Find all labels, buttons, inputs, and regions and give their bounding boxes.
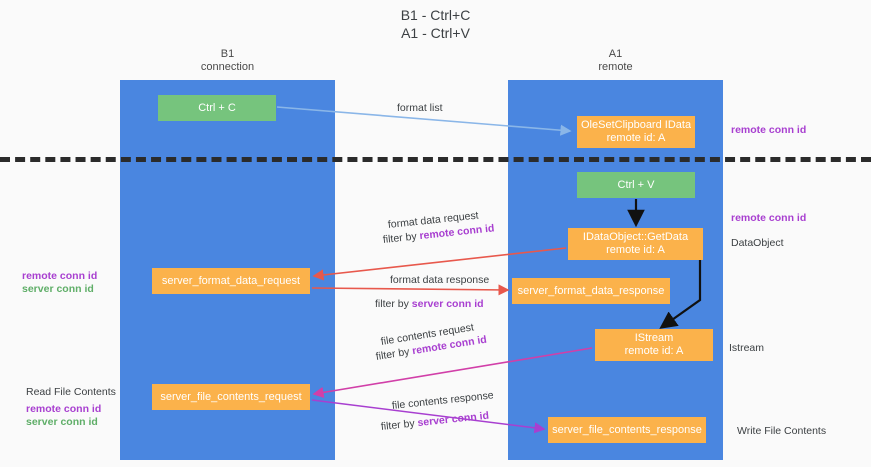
arrow-file-contents-response bbox=[311, 399, 546, 434]
side-label-remote-conn-id-top: remote conn id bbox=[731, 124, 807, 136]
box-idataobject-title: OleSetClipboard IDataObject bbox=[581, 119, 691, 131]
column-header-a1: A1 remote bbox=[508, 48, 723, 74]
column-header-b1: B1 connection bbox=[120, 48, 335, 74]
box-getdata-sub: remote id: A bbox=[606, 244, 665, 256]
box-idataobject-getdata[interactable]: IDataObject::GetData remote id: A bbox=[568, 228, 703, 260]
side-label-istream: Istream bbox=[729, 342, 765, 354]
arrow-format-data-request bbox=[312, 247, 567, 281]
side-label-left2-remote-conn-id: remote conn id bbox=[26, 403, 102, 415]
side-label-left-remote-conn-id: remote conn id bbox=[22, 270, 98, 282]
annotation-format-data-response: format data response bbox=[390, 274, 490, 286]
box-istream-sub: remote id: A bbox=[624, 345, 684, 357]
box-ctrl-v[interactable]: Ctrl + V bbox=[577, 172, 695, 198]
annotation-format-data-response-filter: filter by server conn id bbox=[375, 298, 484, 311]
box-server-file-contents-response[interactable]: server_file_contents_response bbox=[548, 417, 706, 443]
box-istream-title: IStream bbox=[634, 332, 674, 344]
filter-by-label-4: filter by bbox=[380, 417, 416, 433]
box-server-file-contents-request-label: server_file_contents_request bbox=[160, 390, 302, 403]
page-title: B1 - Ctrl+C A1 - Ctrl+V bbox=[0, 6, 871, 42]
filter-by-label-1: filter by bbox=[382, 230, 418, 246]
box-server-format-data-request[interactable]: server_format_data_request bbox=[152, 268, 310, 294]
box-server-format-data-response-label: server_format_data_response bbox=[517, 284, 665, 297]
column-header-a1-name: A1 bbox=[608, 48, 623, 60]
filter-by-label-2: filter by bbox=[375, 298, 409, 310]
side-label-read-file-contents: Read File Contents bbox=[26, 386, 116, 398]
arrow-format-data-response bbox=[311, 284, 510, 296]
server-conn-id-1: server conn id bbox=[411, 298, 484, 310]
column-header-b1-name: B1 bbox=[220, 48, 235, 60]
annotation-format-list: format list bbox=[397, 102, 443, 114]
box-server-format-data-request-label: server_format_data_request bbox=[161, 274, 301, 287]
box-ctrl-c[interactable]: Ctrl + C bbox=[158, 95, 276, 121]
box-server-format-data-response[interactable]: server_format_data_response bbox=[512, 278, 670, 304]
side-label-dataobject: DataObject bbox=[731, 237, 784, 249]
title-line-2: A1 - Ctrl+V bbox=[401, 25, 470, 41]
column-header-a1-sub: remote bbox=[598, 61, 633, 73]
box-getdata-title: IDataObject::GetData bbox=[582, 231, 689, 243]
box-server-file-contents-response-label: server_file_contents_response bbox=[552, 423, 702, 436]
box-idataobject-sub: remote id: A bbox=[606, 132, 666, 144]
box-idataobject[interactable]: OleSetClipboard IDataObject remote id: A bbox=[577, 116, 695, 148]
side-label-left2-server-conn-id: server conn id bbox=[26, 416, 98, 428]
section-divider bbox=[0, 157, 871, 162]
arrow-format-list bbox=[276, 106, 572, 136]
side-label-remote-conn-id-mid: remote conn id bbox=[731, 212, 807, 224]
arrow-file-contents-request bbox=[312, 347, 593, 398]
arrow-getdata-to-istream bbox=[659, 260, 702, 329]
box-istream[interactable]: IStream remote id: A bbox=[595, 329, 713, 361]
title-line-1: B1 - Ctrl+C bbox=[400, 7, 471, 23]
column-header-b1-sub: connection bbox=[200, 61, 255, 73]
side-label-left-server-conn-id: server conn id bbox=[22, 283, 94, 295]
box-ctrl-v-label: Ctrl + V bbox=[617, 178, 655, 191]
box-server-file-contents-request[interactable]: server_file_contents_request bbox=[152, 384, 310, 410]
box-ctrl-c-label: Ctrl + C bbox=[198, 101, 236, 114]
side-label-write-file-contents: Write File Contents bbox=[737, 425, 827, 437]
